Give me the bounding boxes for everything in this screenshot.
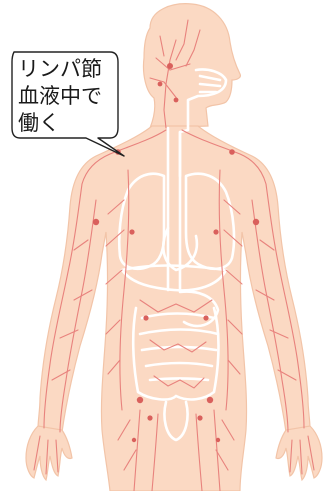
callout-bubble [12,52,124,156]
